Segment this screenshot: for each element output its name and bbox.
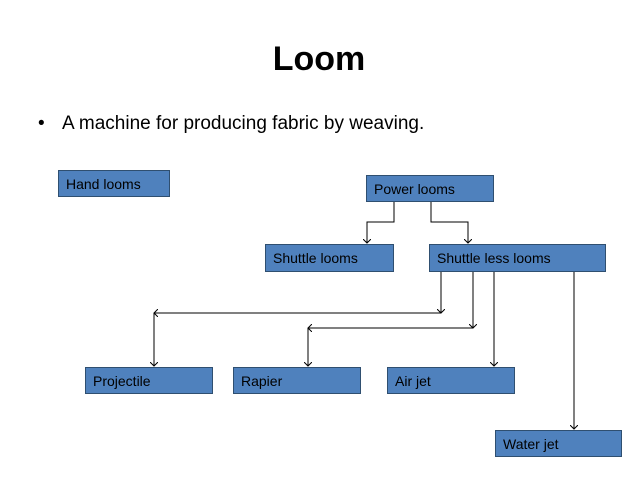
slide-title: Loom (272, 40, 366, 78)
node-rapier: Rapier (233, 367, 361, 394)
node-air-jet: Air jet (387, 367, 515, 394)
edge-power-to-shuttle (367, 202, 395, 243)
node-water-jet: Water jet (495, 430, 622, 457)
node-projectile: Projectile (85, 367, 213, 394)
bullet-point: • A machine for producing fabric by weavi… (38, 113, 424, 135)
node-shuttle-less-looms: Shuttle less looms (429, 244, 606, 272)
edge-power-to-shuttleless (430, 202, 468, 243)
node-hand-looms: Hand looms (58, 170, 170, 197)
node-power-looms: Power looms (366, 175, 494, 202)
bullet-marker: • (38, 113, 45, 134)
node-shuttle-looms: Shuttle looms (265, 244, 394, 272)
bullet-text: A machine for producing fabric by weavin… (62, 113, 425, 134)
